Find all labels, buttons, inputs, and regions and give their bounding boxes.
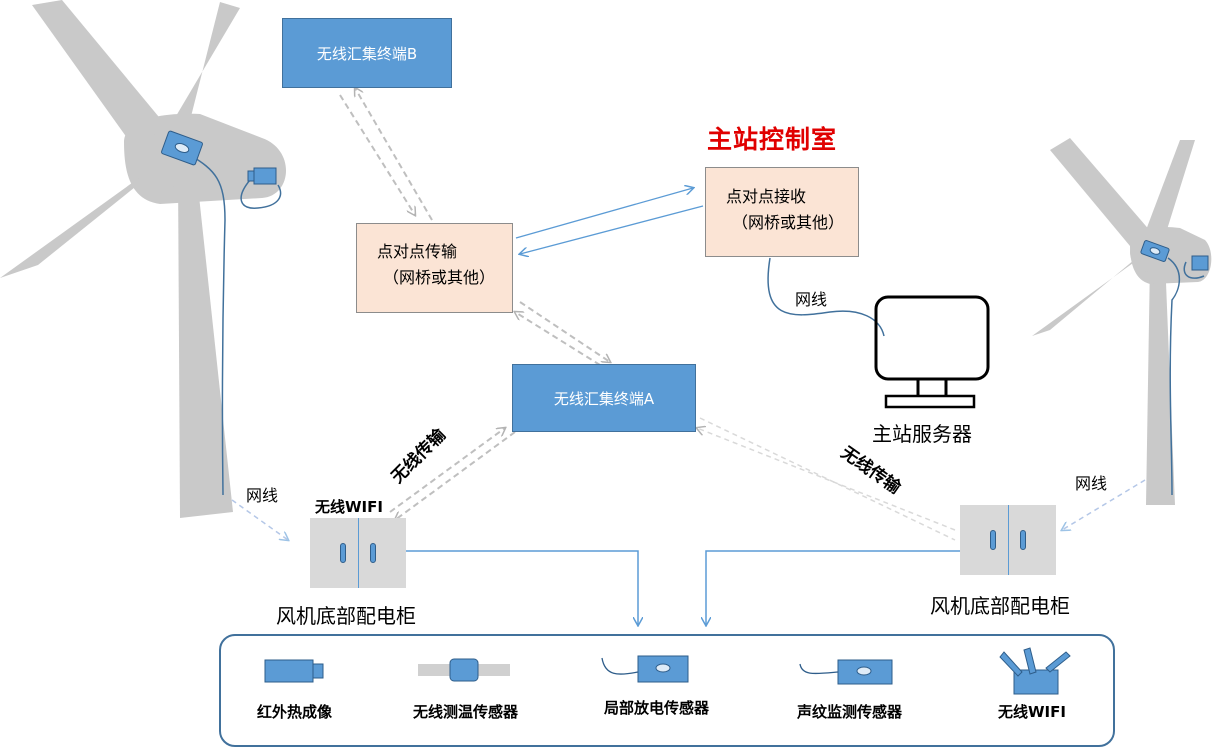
legend-label-temperature: 无线测温传感器 [413,703,519,721]
p2p-transmit-box: 点对点传输 （网桥或其他） [356,223,513,313]
right-turbine-sensors [1140,240,1209,496]
cabinet-right-divider [1008,505,1009,575]
main-server-label: 主站服务器 [872,422,972,446]
cabinet-left-handle-1 [340,543,346,563]
wind-turbine-left [0,0,287,518]
wifi-label: 无线WIFI [315,498,383,516]
p2p-receive-box: 点对点接收 （网桥或其他） [705,167,859,257]
wifi-router-icon [999,647,1071,695]
cable-server-label: 网线 [795,290,828,309]
p2p-transmit-line1: 点对点传输 [377,242,458,261]
cabinet-feeds [406,550,960,625]
acoustic-sensor-icon [799,659,893,685]
legend-label-infrared: 红外热成像 [257,703,333,721]
infrared-camera-icon [264,659,324,683]
terminal-b-label: 无线汇集终端B [316,44,418,63]
p2p-link [515,188,704,254]
left-turbine-sensors [161,130,282,496]
cabinet-right-handle-1 [990,530,996,550]
cable-links-dashed [231,479,1146,540]
cabinet-right-label: 风机底部配电柜 [930,594,1070,618]
cabinet-right-handle-2 [1020,530,1026,550]
p2p-receive-line2: （网桥或其他） [732,213,845,232]
legend-label-acoustic: 声纹监测传感器 [797,703,903,721]
cable-right-label: 网线 [1075,474,1108,493]
temperature-sensor-icon [418,658,510,682]
terminal-a-box: 无线汇集终端A [512,364,696,432]
server-monitor-icon [874,295,990,409]
cabinet-left [310,518,406,588]
wireless-links [339,88,610,520]
cabinet-left-label: 风机底部配电柜 [276,604,416,628]
partial-discharge-sensor-icon [601,655,689,683]
wind-turbine-right [1032,138,1212,505]
server-cable [767,257,885,337]
control-room-title: 主站控制室 [707,125,838,154]
cabinet-left-divider [358,518,359,588]
cabinet-left-handle-2 [370,543,376,563]
terminal-a-label: 无线汇集终端A [553,389,655,408]
terminal-b-box: 无线汇集终端B [282,18,452,88]
legend-label-partial-discharge: 局部放电传感器 [604,699,710,717]
sensor-legend [219,634,1115,747]
p2p-transmit-line2: （网桥或其他） [383,268,496,287]
cable-left-label: 网线 [246,486,279,505]
wireless-link-right [697,417,956,541]
legend-label-wifi: 无线WIFI [998,703,1066,721]
p2p-receive-line1: 点对点接收 [726,187,807,206]
cabinet-right [960,505,1056,575]
